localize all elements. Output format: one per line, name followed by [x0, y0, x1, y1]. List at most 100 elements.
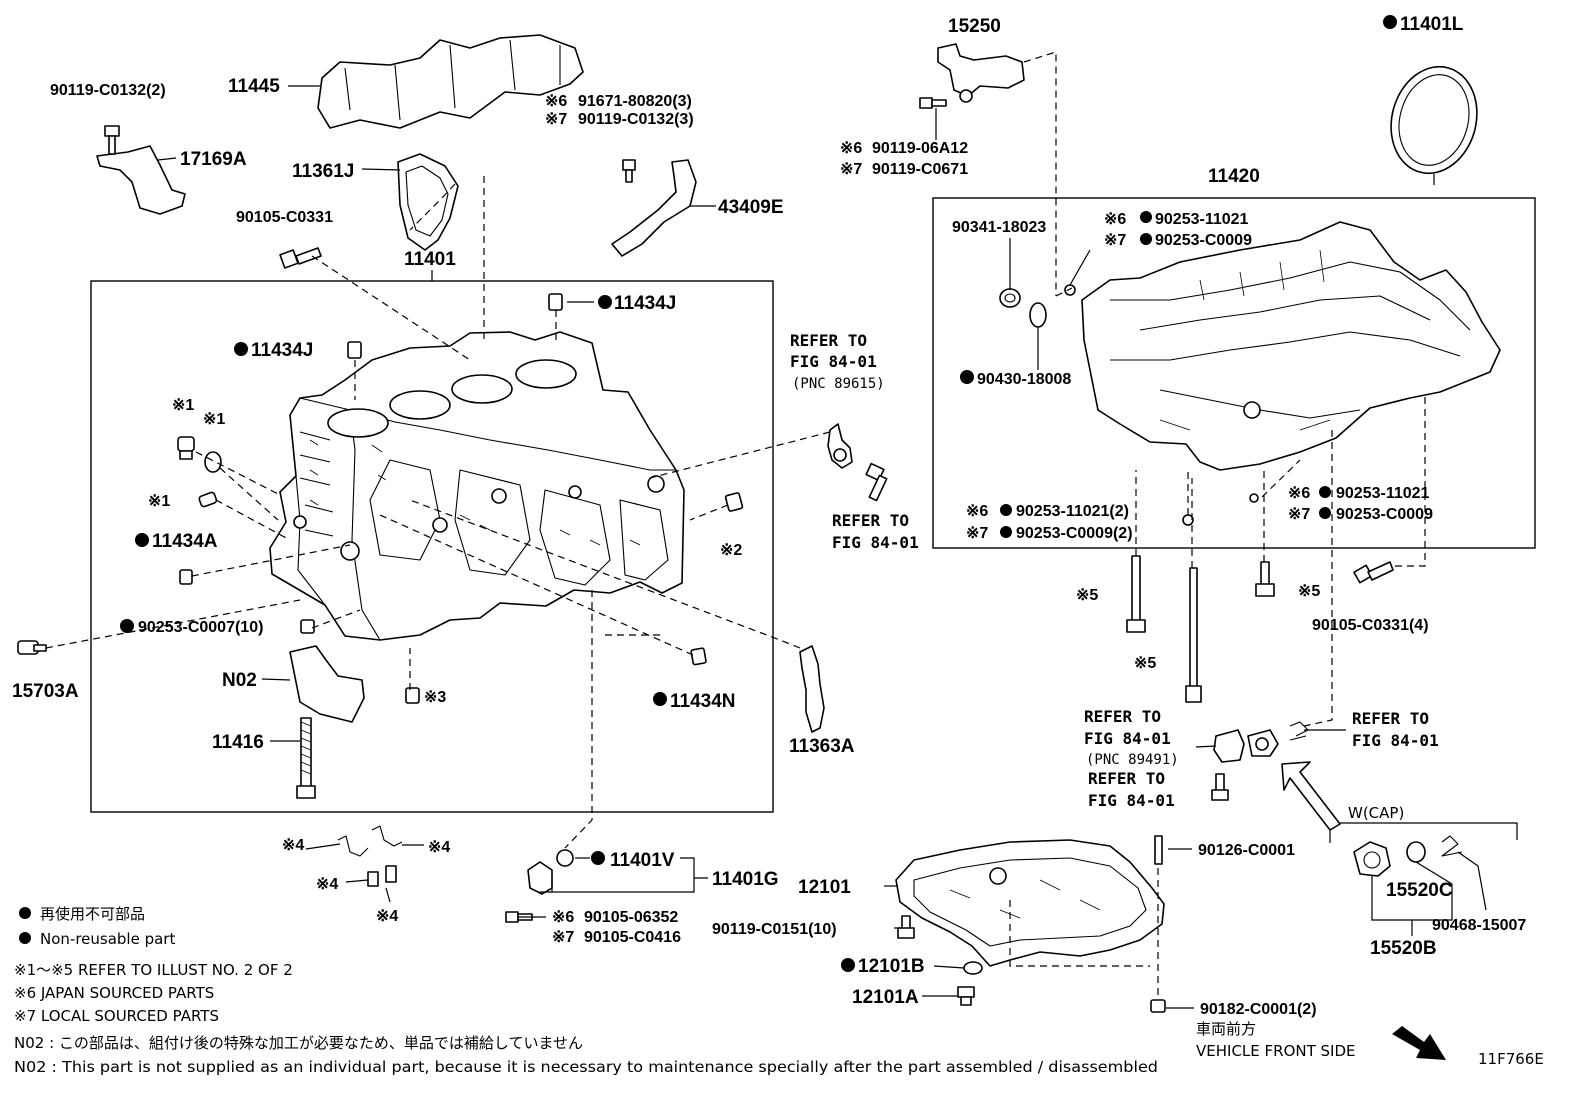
label-wcap: W(CAP) — [1348, 804, 1404, 822]
bracket-17169A — [96, 145, 186, 215]
legend-nonreusable-jp: 再使用不可部品 — [40, 905, 145, 923]
pin-11434A — [179, 569, 193, 585]
pin-90253-11021-b — [1249, 493, 1259, 503]
bolt-m4-b — [385, 865, 397, 883]
bolt-m5-a — [1126, 555, 1146, 633]
gasket-90430-18008 — [1029, 302, 1047, 328]
cylinder-block-illustration — [269, 331, 685, 641]
gasket-15520C — [1406, 841, 1426, 863]
washer-m1 — [204, 451, 222, 473]
refer-to-knock-2: REFER TO — [832, 511, 909, 530]
sensor-11401G — [527, 861, 553, 895]
mark-m3: ※3 — [424, 689, 446, 706]
bolt-90105-C0331 — [279, 247, 322, 269]
fig-84-01-oil-3: FIG 84-01 — [1352, 731, 1439, 750]
dashed-guide-lines — [45, 51, 1426, 1000]
legend-note-6: ※6 JAPAN SOURCED PARTS — [14, 984, 214, 1002]
label-11401G: 11401G — [712, 869, 779, 890]
wcap-bracket — [1329, 822, 1518, 840]
mark-m6-90253-2: ※6 — [966, 503, 988, 520]
fig-84-01-oil-2: FIG 84-01 — [1088, 791, 1175, 810]
label-11434J-top: 11434J — [614, 293, 676, 314]
vehicle-front-en: VEHICLE FRONT SIDE — [1196, 1042, 1356, 1060]
mark-m4-b: ※4 — [428, 839, 450, 856]
label-90105-C0331-4: 90105-C0331(4) — [1312, 617, 1429, 634]
mark-m6-90253-b: ※6 — [1288, 485, 1310, 502]
pin-11434J-top — [548, 293, 563, 311]
direction-arrow-upper — [1281, 761, 1341, 831]
knock-sensor — [827, 423, 853, 469]
oil-pan-frame — [932, 197, 1536, 549]
label-90119-C0132-3: 90119-C0132(3) — [578, 111, 694, 128]
label-90119-C0132-2: 90119-C0132(2) — [50, 82, 166, 99]
gasket-12101B — [963, 961, 983, 975]
label-90182-C0001-2: 90182-C0001(2) — [1200, 1001, 1317, 1018]
label-90119-C0671: 90119-C0671 — [872, 161, 968, 178]
label-15520C: 15520C — [1386, 880, 1453, 901]
refer-to-oil-1: REFER TO — [1084, 707, 1161, 726]
label-90253-C0009-b: 90253-C0009 — [1336, 506, 1433, 523]
refer-to-knock-1: REFER TO — [790, 331, 867, 350]
oil-jet-m4-b — [371, 825, 403, 847]
oil-control-valve-15250 — [937, 43, 1025, 103]
label-90253-C0009-2: 90253-C0009(2) — [1016, 525, 1133, 542]
mark-m7-90105: ※7 — [552, 929, 574, 946]
leader-lines — [157, 85, 1487, 1009]
mark-m5-b: ※5 — [1298, 583, 1320, 600]
label-90253-11021-b: 90253-11021 — [1336, 485, 1430, 502]
bolt-m5-b — [1185, 567, 1202, 703]
pnc-89615: (PNC 89615) — [792, 376, 885, 392]
label-90105-C0331: 90105-C0331 — [236, 209, 333, 226]
label-11361J: 11361J — [292, 161, 354, 182]
label-90341-18023: 90341-18023 — [952, 219, 1046, 236]
mark-m7-90253-2: ※7 — [966, 525, 988, 542]
label-15520B: 15520B — [1370, 938, 1437, 959]
mark-m7-90119-C0671: ※7 — [840, 161, 862, 178]
label-11363A: 11363A — [789, 736, 855, 757]
insulator-11445 — [317, 34, 584, 129]
bolt-11416 — [296, 717, 316, 799]
mark-m1-c: ※1 — [148, 493, 170, 510]
diagram-id: 11F766E — [1478, 1050, 1544, 1068]
fig-84-01-knock-1: FIG 84-01 — [790, 352, 877, 371]
label-90119-C0151-10: 90119-C0151(10) — [712, 921, 837, 938]
label-90253-C0007-10: 90253-C0007(10) — [138, 619, 263, 636]
label-N02: N02 — [222, 670, 257, 691]
hose-11363A — [799, 645, 825, 733]
pin-m3 — [405, 687, 420, 704]
pin-11434J-left — [347, 341, 362, 359]
oil-jet-m4-a — [337, 835, 369, 857]
clip-refer — [1289, 721, 1309, 741]
refer-to-oil-3: REFER TO — [1352, 709, 1429, 728]
bolt-oil-sensor — [1211, 773, 1229, 801]
plug-m1-a — [177, 436, 195, 460]
label-15250: 15250 — [948, 16, 1001, 37]
fig-84-01-knock-2: FIG 84-01 — [832, 533, 919, 552]
mark-m1-b: ※1 — [203, 411, 225, 428]
label-11445: 11445 — [228, 76, 280, 97]
refer-to-oil-2: REFER TO — [1088, 769, 1165, 788]
mark-m6-91671: ※6 — [545, 93, 567, 110]
bolt-90119-06A12 — [919, 97, 947, 109]
pin-m1 — [198, 491, 218, 508]
label-11434A: 11434A — [152, 531, 218, 552]
label-90253-11021-2: 90253-11021(2) — [1016, 503, 1129, 520]
oring-11401V — [556, 849, 574, 867]
pnc-89491: (PNC 89491) — [1086, 752, 1179, 768]
label-11420: 11420 — [1208, 166, 1260, 187]
label-15703A: 15703A — [12, 681, 79, 702]
bolt-knock-sensor — [865, 462, 888, 502]
pin-m2 — [724, 492, 744, 512]
vehicle-front-arrow — [1392, 1026, 1446, 1060]
label-12101B: 12101B — [858, 956, 925, 977]
legend-nonreusable-en: Non-reusable part — [40, 930, 175, 948]
bolt-90105-C0331-4 — [1353, 561, 1394, 584]
cap-N02 — [289, 645, 365, 723]
mark-m7-90253-b: ※7 — [1288, 506, 1310, 523]
label-17169A: 17169A — [180, 149, 247, 170]
label-91671-80820-3: 91671-80820(3) — [578, 93, 692, 110]
label-90126-C0001: 90126-C0001 — [1198, 842, 1295, 859]
legend-n02-en: N02 : This part is not supplied as an in… — [14, 1058, 1158, 1076]
bolt-90119-C0151 — [897, 915, 915, 939]
plug-12101A — [957, 986, 975, 1006]
